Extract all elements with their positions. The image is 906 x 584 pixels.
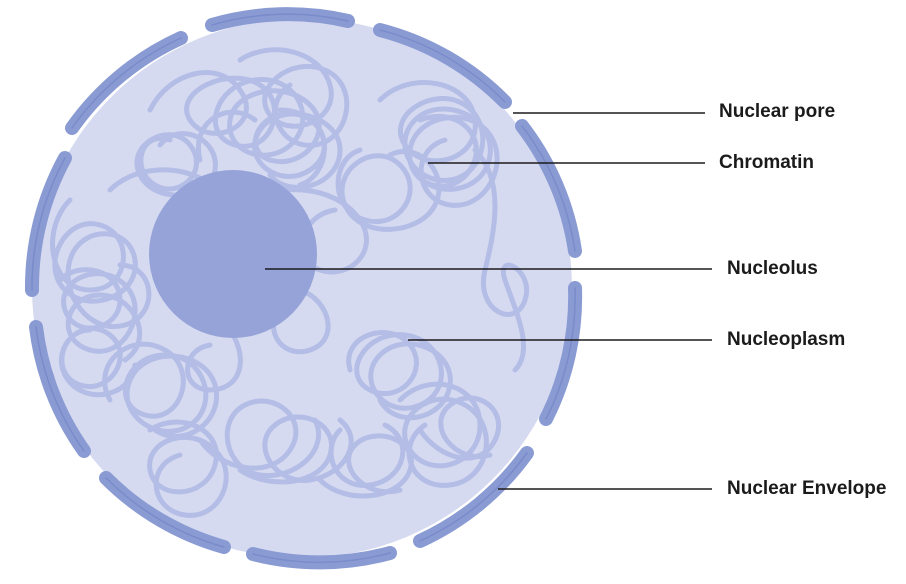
label-nucleoplasm: Nucleoplasm	[727, 329, 846, 350]
label-nuclear-pore: Nuclear pore	[719, 101, 836, 122]
label-nucleolus: Nucleolus	[727, 258, 818, 279]
label-chromatin: Chromatin	[719, 152, 814, 173]
label-nuclear-envelope: Nuclear Envelope	[727, 478, 887, 499]
nucleolus	[149, 170, 317, 338]
